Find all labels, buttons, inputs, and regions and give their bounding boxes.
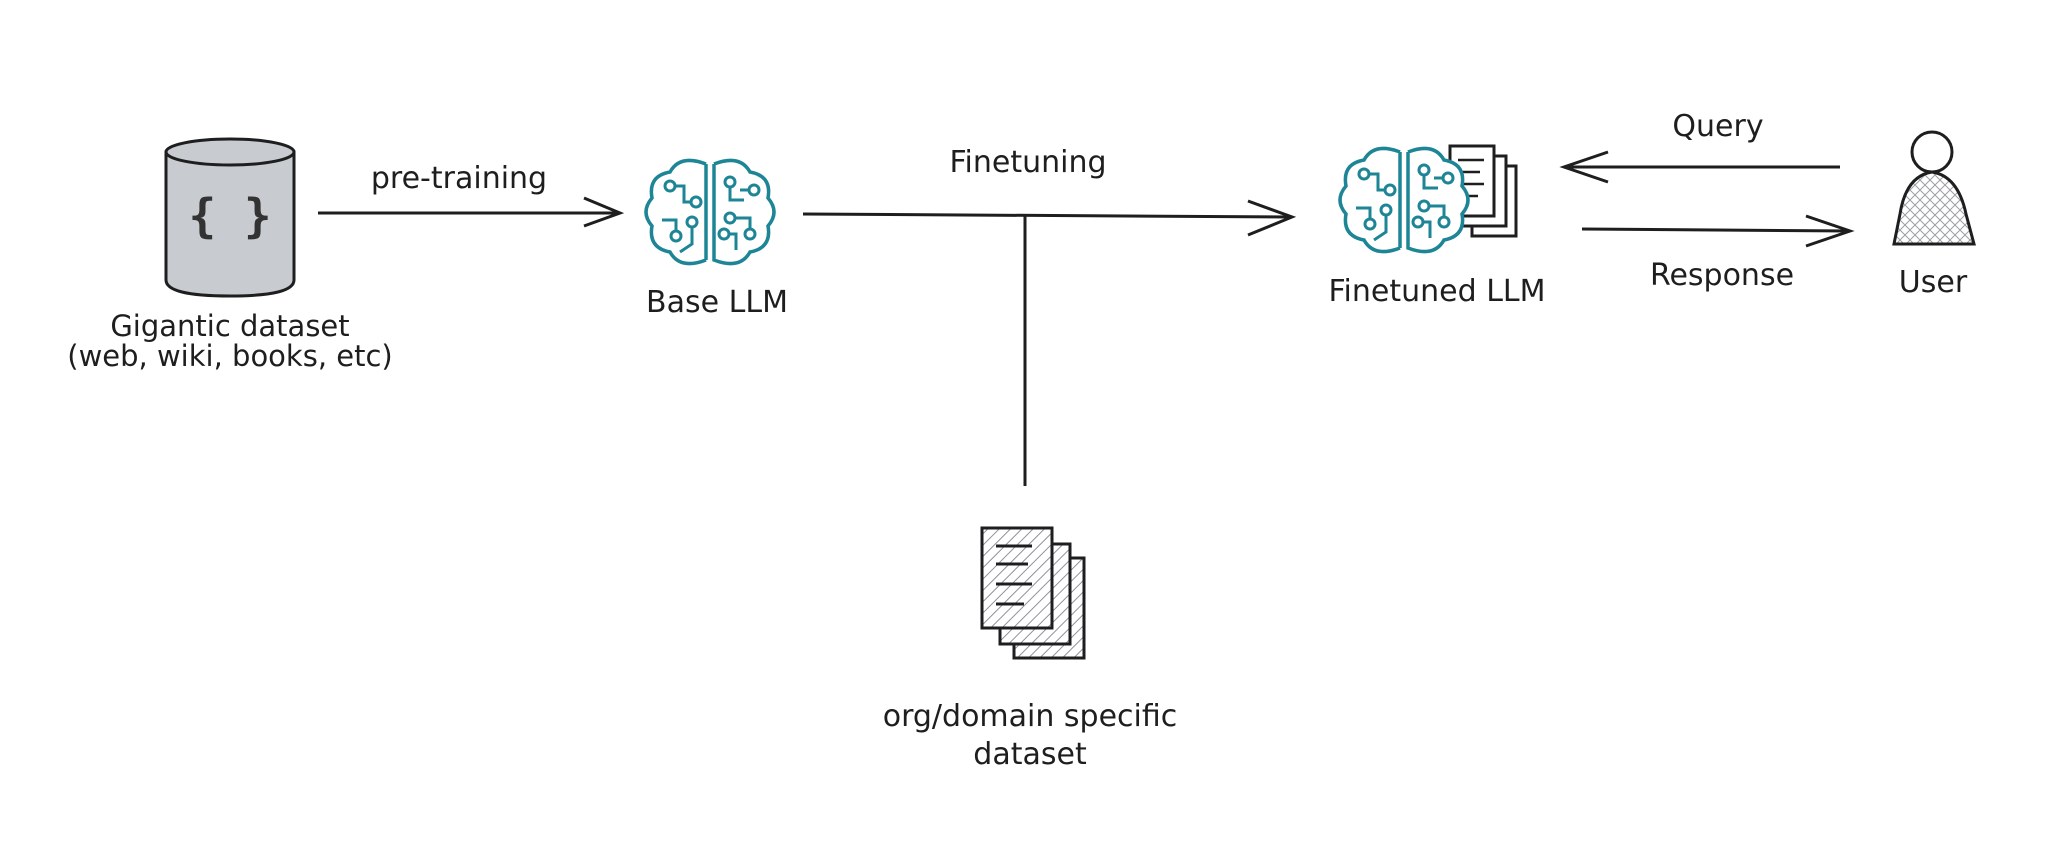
user-label: User (1899, 265, 1968, 300)
dataset-glyph: { } (188, 189, 271, 243)
pretraining-label: pre-training (371, 161, 547, 196)
arrowhead-icon (1559, 150, 1609, 184)
domain-dataset-node: org/domain specific dataset (883, 526, 1178, 772)
user-node: User (1892, 130, 1976, 300)
arrowhead-icon (583, 196, 625, 228)
user-icon (1892, 130, 1976, 246)
brain-circuit-icon (644, 158, 776, 266)
pretraining-edge: pre-training (318, 161, 625, 228)
dataset-label-line2: (web, wiki, books, etc) (67, 339, 393, 373)
finetuned-llm-label: Finetuned LLM (1328, 274, 1545, 309)
documents-stack-icon (980, 526, 1086, 660)
base-llm-label: Base LLM (646, 285, 788, 320)
dataset-label-line1: Gigantic dataset (110, 309, 349, 343)
database-cylinder-icon: { } (164, 137, 296, 298)
query-label: Query (1672, 109, 1763, 144)
dataset-node: { } Gigantic dataset (web, wiki, books, … (67, 137, 393, 373)
response-label: Response (1650, 258, 1794, 293)
domain-dataset-label-line1: org/domain specific (883, 699, 1178, 734)
base-llm-node: Base LLM (644, 158, 788, 320)
finetuned-llm-node: Finetuned LLM (1328, 144, 1546, 309)
arrowhead-icon (1805, 214, 1855, 248)
domain-dataset-label-line2: dataset (973, 737, 1087, 772)
brain-circuit-with-documents-icon (1338, 144, 1518, 254)
response-edge: Response (1581, 214, 1855, 293)
query-edge: Query (1559, 109, 1840, 184)
finetuning-edge: Finetuning (802, 145, 1297, 486)
finetuning-label: Finetuning (949, 145, 1106, 180)
arrowhead-icon (1247, 199, 1297, 237)
